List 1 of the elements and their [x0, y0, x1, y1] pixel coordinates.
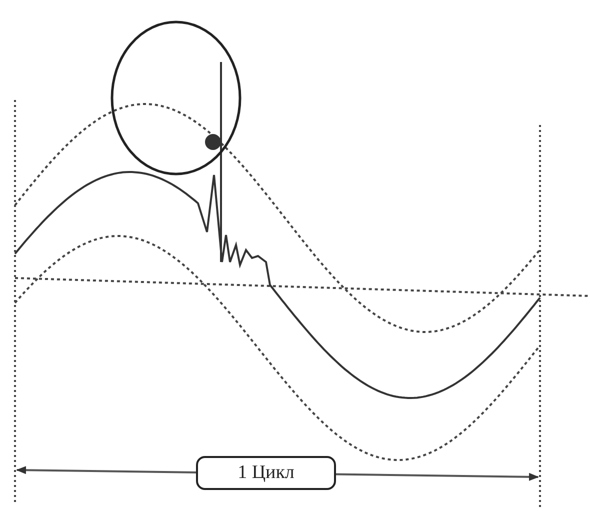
label-box: 1 Цикл: [196, 456, 336, 490]
